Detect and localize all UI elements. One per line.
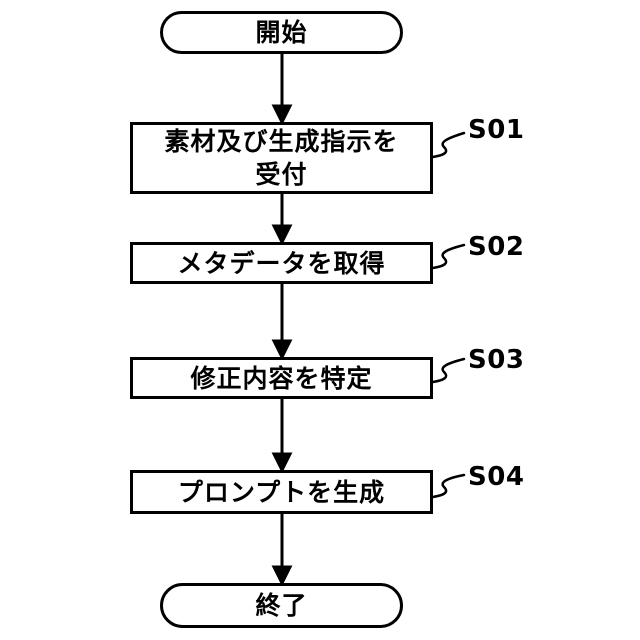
arrowhead-icon [271,565,293,587]
process-box-s03: 修正内容を特定 [130,357,433,399]
leader-line-s02 [431,243,466,270]
process-label-s01: 素材及び生成指示を 受付 [164,127,399,189]
arrowhead-icon [271,339,293,361]
process-label-s03: 修正内容を特定 [190,363,373,393]
start-label: 開始 [255,18,308,47]
process-box-s01: 素材及び生成指示を 受付 [130,122,433,194]
step-tag-s04: S04 [468,462,525,492]
start-terminal: 開始 [160,11,403,54]
process-box-s04: プロンプトを生成 [130,470,433,514]
process-label-s04: プロンプトを生成 [177,477,386,507]
step-tag-s02: S02 [468,232,525,262]
step-tag-s03: S03 [468,345,525,375]
leader-line-s01 [431,131,466,159]
arrowhead-icon [271,104,293,126]
process-box-s02: メタデータを取得 [130,242,433,284]
arrowhead-icon [271,224,293,246]
leader-line-s04 [431,473,466,499]
step-tag-s01: S01 [468,115,525,145]
process-label-s02: メタデータを取得 [177,248,386,278]
end-terminal: 終了 [160,583,403,628]
end-label: 終了 [255,591,308,620]
arrowhead-icon [271,452,293,474]
leader-line-s03 [431,357,466,384]
